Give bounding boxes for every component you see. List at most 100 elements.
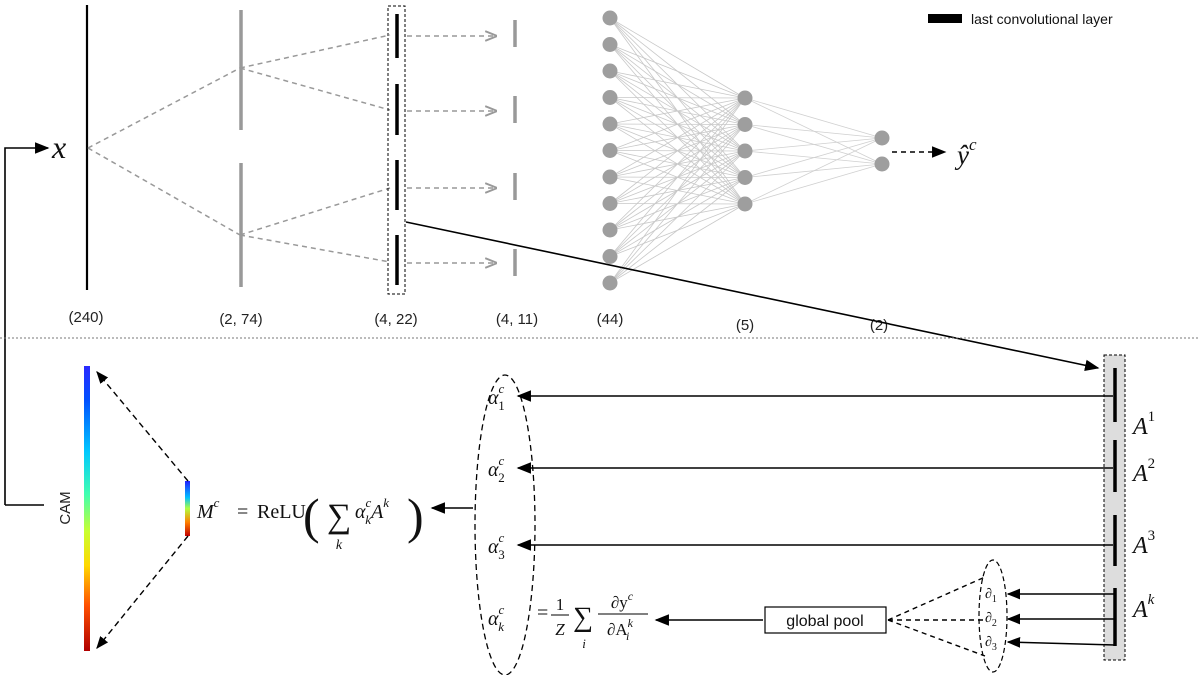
cam-upsample-lines xyxy=(96,371,189,649)
alpha-formula-numerator: 1 xyxy=(556,595,565,614)
legend-label: last convolutional layer xyxy=(971,11,1113,27)
legend: last convolutional layer xyxy=(928,11,1113,27)
weight-arrows xyxy=(516,390,1113,551)
gradient-label: ∂3 xyxy=(985,635,997,653)
fc-edge xyxy=(609,97,746,257)
input-symbol: x xyxy=(51,129,66,165)
fc-edge xyxy=(609,203,746,284)
fc-neuron xyxy=(602,10,618,26)
alpha-formula-sum: ∑ xyxy=(573,602,593,633)
cam-formula-close-paren: ) xyxy=(407,488,424,544)
fc-neuron xyxy=(737,196,753,212)
layer-size-label: (4, 11) xyxy=(496,311,538,328)
cam-label: CAM xyxy=(57,491,74,524)
fc-edge xyxy=(609,124,746,284)
fc-neuron xyxy=(737,117,753,132)
fc-neuron xyxy=(602,222,618,238)
gradient-ellipse xyxy=(978,559,1008,673)
cam-formula-open-paren: ( xyxy=(303,488,320,544)
small-cam-bar xyxy=(185,481,190,536)
layer-size-label: (240) xyxy=(68,309,103,326)
fc-edge xyxy=(609,97,746,178)
activation-map-label: Ak xyxy=(1131,592,1155,623)
last-conv-layer-box xyxy=(387,5,406,295)
input-feedback-arrow xyxy=(4,142,50,505)
gradient-label: ∂1 xyxy=(985,587,997,605)
fc-neuron xyxy=(602,249,618,264)
fc-neuron xyxy=(602,143,618,158)
global-pool-label: global pool xyxy=(786,613,863,630)
conv1-connections xyxy=(87,34,391,263)
fc-neurons xyxy=(602,10,890,291)
cam-formula-sum: ∑ xyxy=(327,498,351,535)
pooling-arrows xyxy=(407,36,496,263)
fc-neuron xyxy=(602,63,618,79)
cam-formula-sum-index: k xyxy=(336,538,343,553)
fc-edge xyxy=(609,97,746,125)
legend-swatch xyxy=(928,14,962,23)
fc-neuron xyxy=(602,90,618,105)
layer-size-label: (44) xyxy=(597,311,624,328)
fc-edge xyxy=(609,177,746,284)
gradient-labels: ∂1 ∂2 ∂3 xyxy=(985,587,997,653)
activation-map-labels: A1 A2 A3 Ak xyxy=(1131,409,1155,623)
global-pool-box xyxy=(764,606,887,634)
fc-edge xyxy=(609,70,746,99)
gradient-label: ∂2 xyxy=(985,611,997,629)
activation-map-label: A1 xyxy=(1131,409,1155,440)
fc-edge xyxy=(744,137,883,152)
output-symbol: ŷc xyxy=(954,135,977,170)
layer-size-label: (2) xyxy=(870,317,888,334)
activation-map-label: A2 xyxy=(1131,456,1155,487)
alpha-formula-sum-index: i xyxy=(582,636,586,651)
cam-formula-relu: ReLU xyxy=(257,501,306,523)
fc-neuron xyxy=(874,156,890,172)
cam-formula-lhs: Mc xyxy=(196,495,220,523)
fc-neuron xyxy=(602,275,618,291)
layer-size-labels: (240) (2, 74) (4, 22) (4, 11) (44) (5) (… xyxy=(68,309,888,334)
activation-map-label: A3 xyxy=(1131,528,1155,559)
layer-size-label: (5) xyxy=(736,317,754,334)
fc-neuron xyxy=(737,143,753,159)
fc-edge xyxy=(744,163,883,205)
fc-edge xyxy=(744,124,883,139)
fc-neuron xyxy=(602,116,618,132)
fc-edge xyxy=(609,150,746,284)
alpha-formula-deriv-num: ∂yc xyxy=(611,589,634,612)
fc-connections xyxy=(609,17,883,284)
alpha-formula-denominator: Z xyxy=(555,620,565,639)
fc-edge xyxy=(744,97,883,139)
fc-edge xyxy=(609,97,746,284)
layer-size-label: (2, 74) xyxy=(219,311,262,328)
alpha-formula-equals: = xyxy=(537,602,548,624)
cam-heatmap-bar xyxy=(84,366,90,651)
fc-edge xyxy=(609,17,746,99)
feature-map-transfer-arrow xyxy=(405,221,1100,371)
alpha-ellipse xyxy=(474,374,536,675)
fc-edge xyxy=(744,137,883,178)
fc-neuron xyxy=(737,170,753,185)
fc-neuron xyxy=(602,169,618,185)
fc-neuron xyxy=(737,90,753,106)
gradient-arrows xyxy=(1006,588,1116,648)
fc-edge xyxy=(609,97,746,204)
fc-edge xyxy=(609,97,746,231)
cam-formula-equals: = xyxy=(237,501,248,523)
layer-size-label: (4, 22) xyxy=(374,311,417,328)
fc-neuron xyxy=(874,130,890,146)
pool-fan-lines xyxy=(887,576,986,657)
fc-edge xyxy=(609,97,746,99)
fc-edge xyxy=(609,44,746,99)
fc-neuron xyxy=(602,196,618,211)
activation-maps-box xyxy=(1103,354,1126,661)
fc-edge xyxy=(744,137,883,205)
